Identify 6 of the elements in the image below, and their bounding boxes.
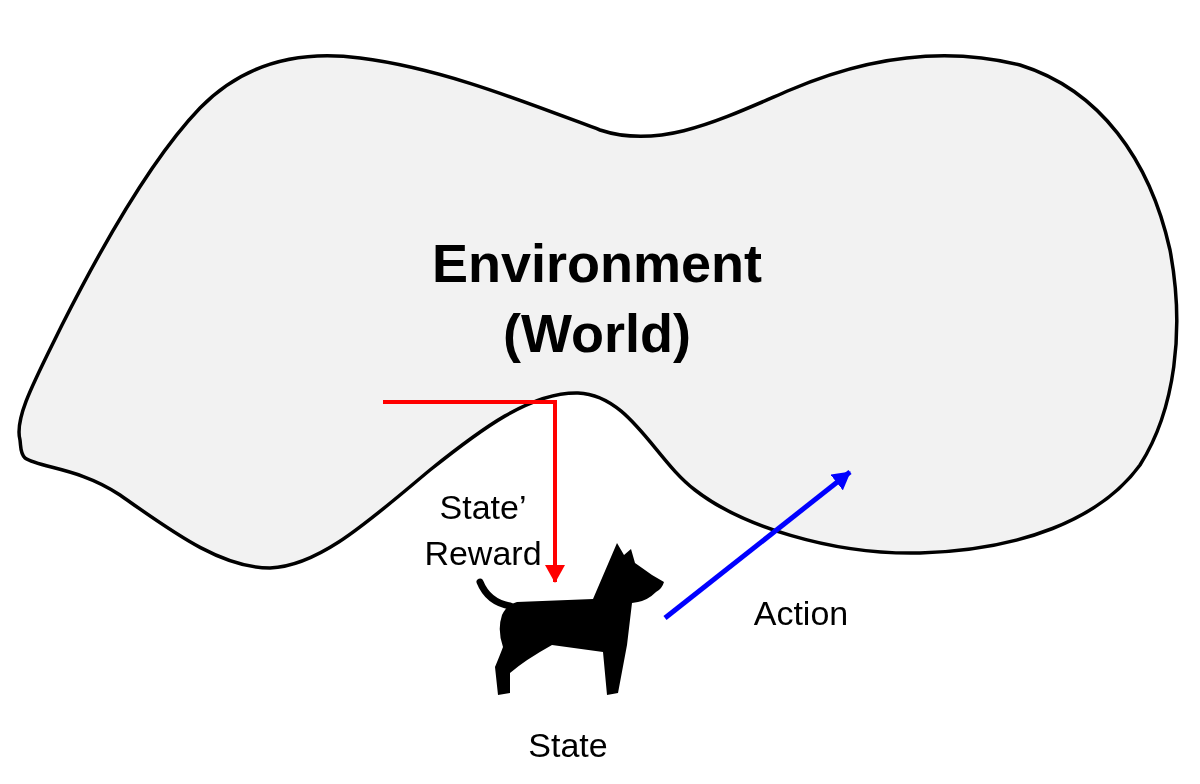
node-title: Environment (World) bbox=[430, 232, 763, 365]
node-label: State bbox=[528, 725, 608, 766]
edge-label: Action bbox=[752, 593, 850, 634]
arrow bbox=[663, 470, 852, 620]
arrow bbox=[383, 400, 565, 583]
edge-label: State’ Reward bbox=[423, 487, 543, 574]
